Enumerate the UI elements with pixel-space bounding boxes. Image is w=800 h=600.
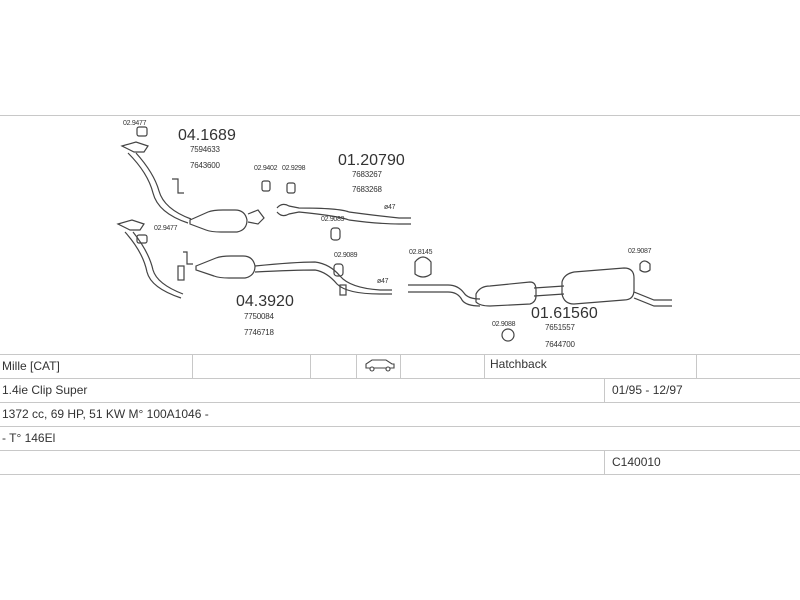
fitting-label: 02.9088: [492, 321, 516, 328]
model-cell: Mille [CAT]: [2, 359, 60, 373]
upper-front-pipe: [120, 141, 192, 224]
part-ref: 7750084: [244, 312, 274, 321]
diameter-label: ø47: [377, 278, 389, 285]
lower-fittings: [136, 234, 651, 342]
upper-fittings: [136, 126, 341, 241]
part-number-04-3920: 04.3920: [236, 293, 294, 310]
table-row: 1.4ie Clip Super 01/95 - 12/97: [0, 378, 800, 402]
lower-catalyst: [195, 255, 256, 279]
fitting-label: 02.8145: [409, 249, 433, 256]
body-type-cell: Hatchback: [490, 357, 547, 371]
rear-pipe-assembly: [408, 267, 672, 307]
part-ref: 7683268: [352, 185, 382, 194]
version-cell: 1.4ie Clip Super: [2, 383, 88, 397]
table-row: - T° 146El: [0, 426, 800, 450]
fitting-label: 02.9089: [321, 216, 345, 223]
part-ref: 7746718: [244, 328, 274, 337]
diameter-label: ø47: [384, 204, 396, 211]
part-number-01-61560: 01.61560: [531, 305, 598, 322]
part-ref: 7643600: [190, 161, 220, 170]
fitting-label: 02.9477: [123, 120, 147, 127]
part-ref: 7651557: [545, 323, 575, 332]
exhaust-diagram: 04.1689 7594633 7643600 01.20790 7683267…: [0, 115, 800, 356]
type-cell: - T° 146El: [2, 431, 56, 445]
part-number-04-1689: 04.1689: [178, 127, 236, 144]
engine-cell: 1372 cc, 69 HP, 51 KW M° 100A1046 -: [2, 407, 209, 421]
part-number-01-20790: 01.20790: [338, 152, 405, 169]
part-ref: 7644700: [545, 340, 575, 349]
fitting-label: 02.9087: [628, 248, 652, 255]
fitting-label: 02.9298: [282, 165, 306, 172]
years-cell: 01/95 - 12/97: [612, 383, 683, 397]
vehicle-info-table: Mille [CAT] Hatchback 1.4ie Clip Super 0…: [0, 354, 800, 475]
lower-mid-pipe: [177, 261, 392, 296]
exhaust-drawing: [116, 126, 672, 342]
fitting-label: 02.9402: [254, 165, 278, 172]
table-row: Mille [CAT] Hatchback: [0, 354, 800, 378]
car-icon: [364, 358, 396, 375]
upper-rear-pipe: [276, 203, 411, 225]
code-cell: C140010: [612, 455, 661, 469]
upper-catalyst: [189, 209, 265, 233]
table-row: C140010: [0, 450, 800, 475]
fitting-label: 02.9477: [154, 225, 178, 232]
table-row: 1372 cc, 69 HP, 51 KW M° 100A1046 -: [0, 402, 800, 426]
part-ref: 7594633: [190, 145, 220, 154]
fitting-label: 02.9089: [334, 252, 358, 259]
part-ref: 7683267: [352, 170, 382, 179]
